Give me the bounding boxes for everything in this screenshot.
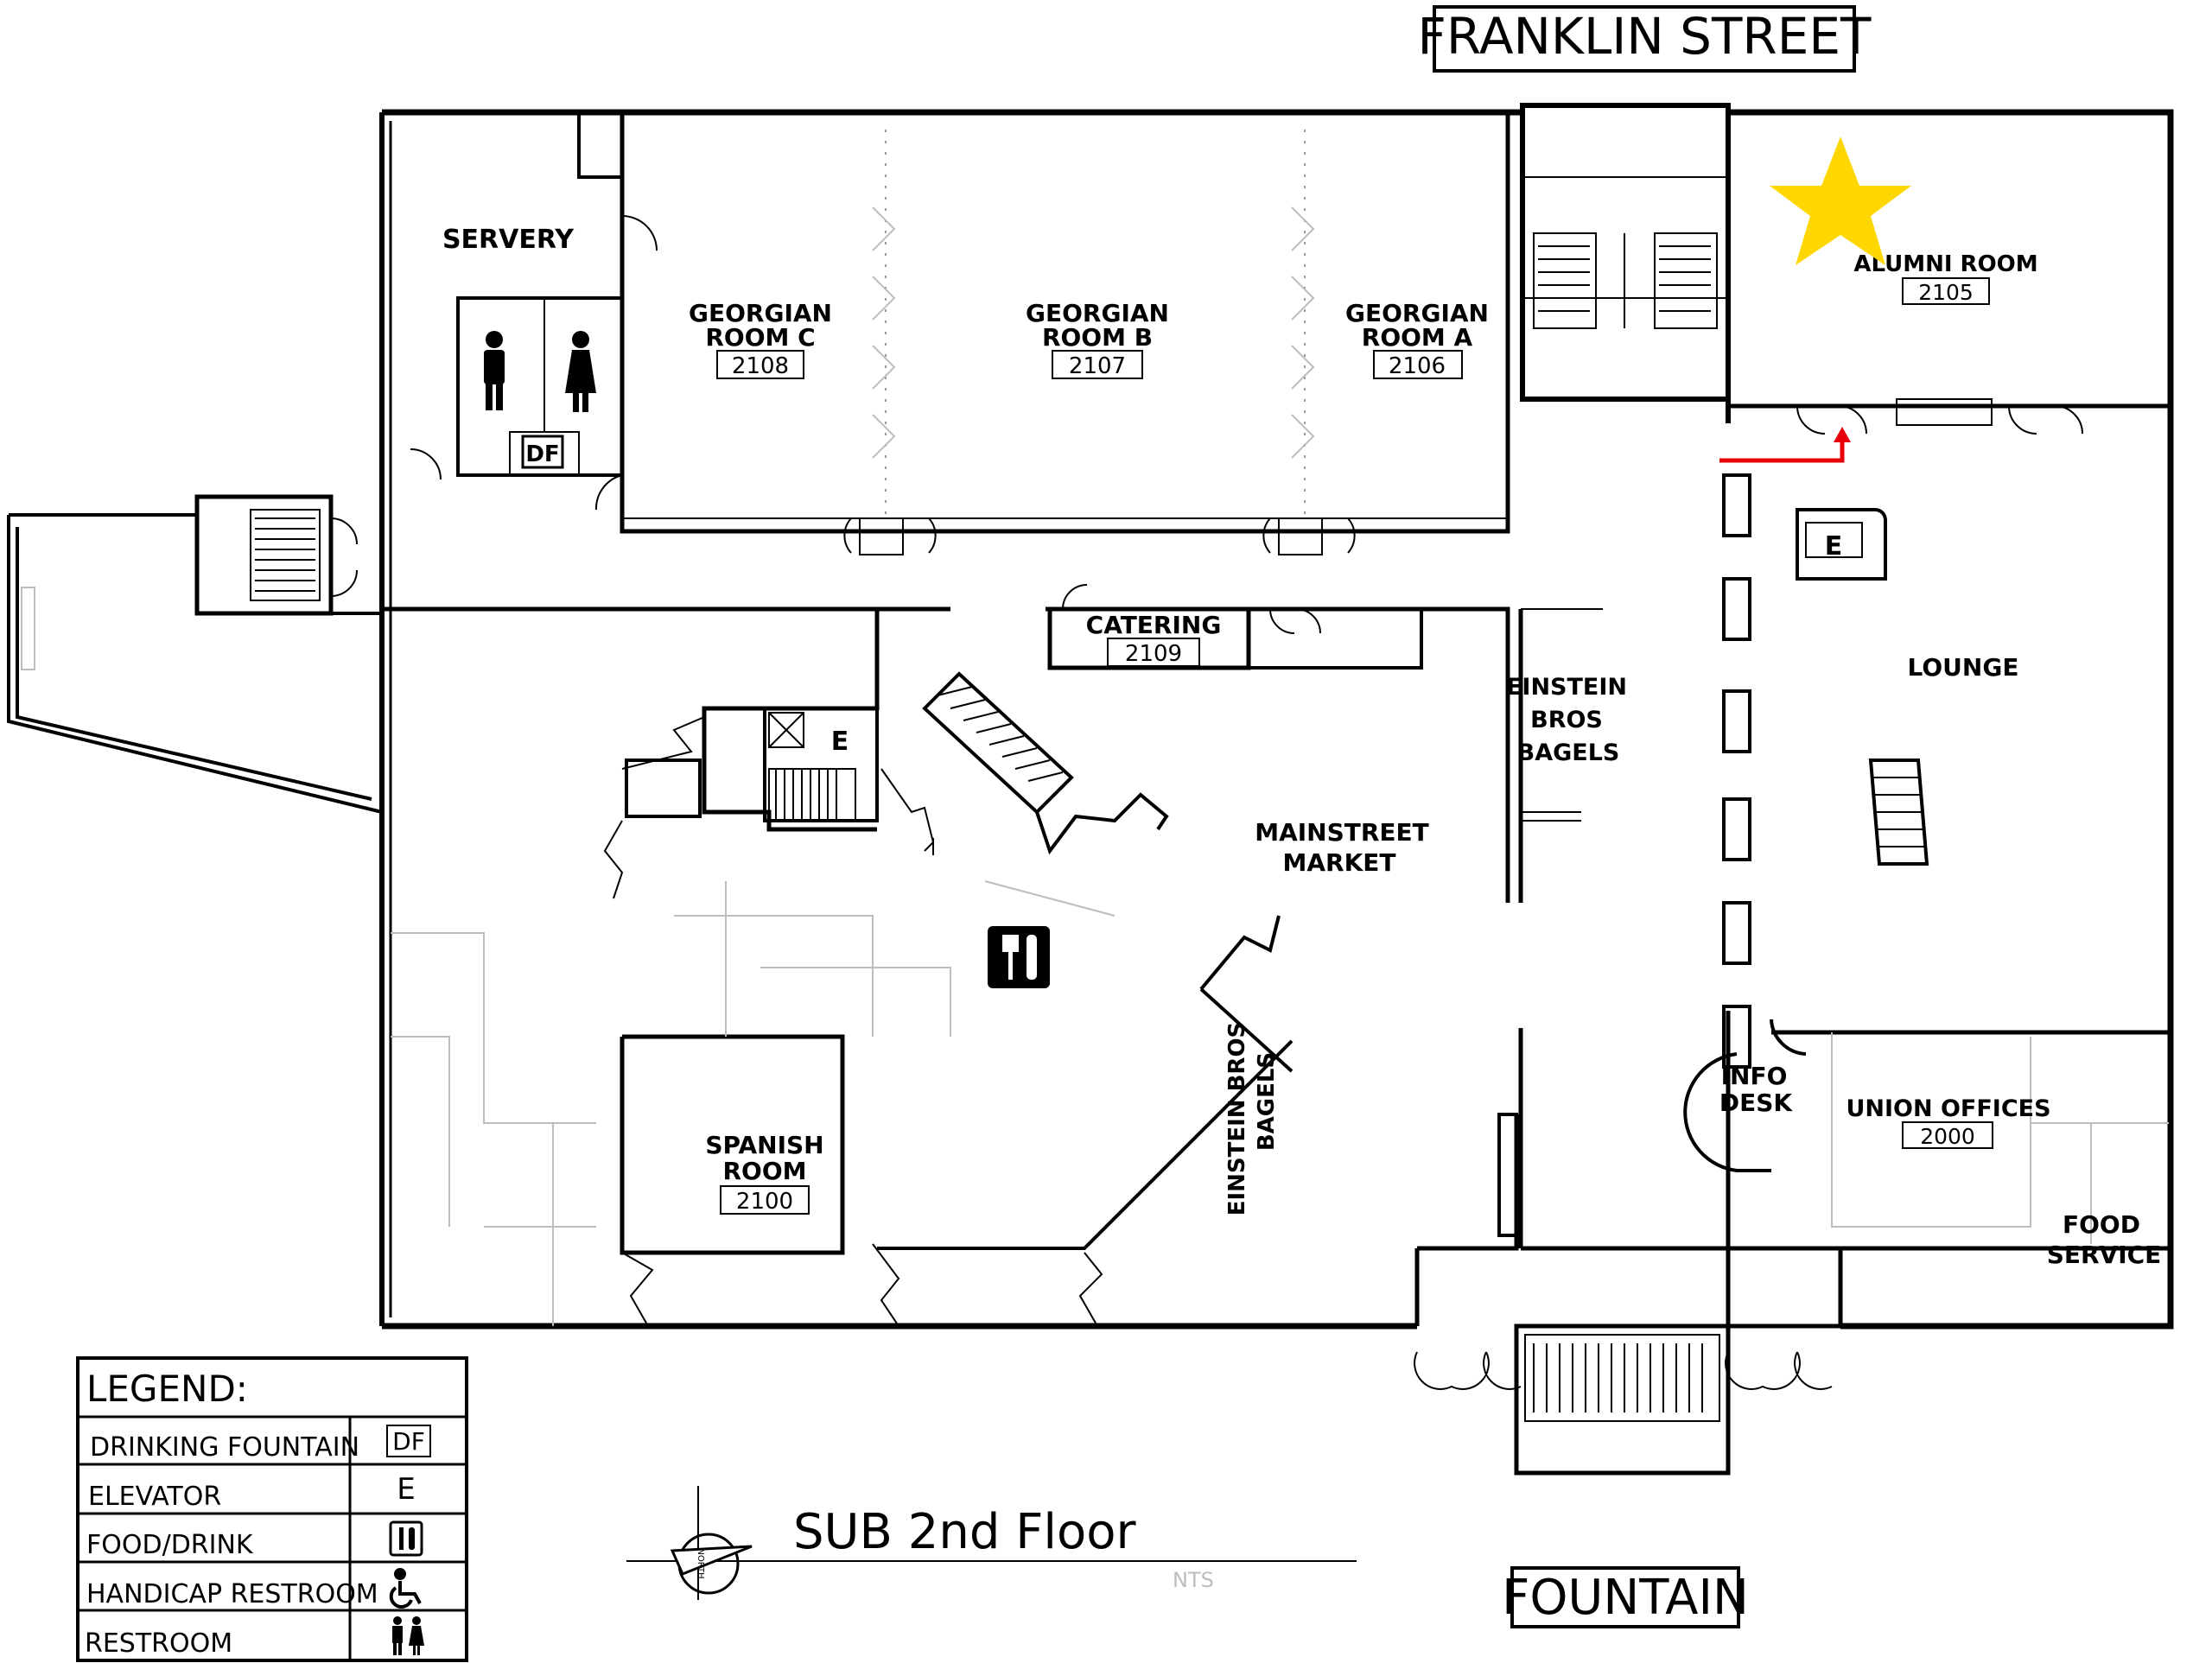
room-number-2106: 2106 [1389, 353, 1446, 379]
catering: CATERING 2109 [1086, 611, 1222, 667]
fountain-label: FOUNTAIN [1502, 1570, 1749, 1626]
room-number-2100: 2100 [736, 1189, 793, 1215]
svg-text:ROOM A: ROOM A [1362, 323, 1473, 352]
room-number-2108: 2108 [732, 353, 789, 379]
wheelchair-icon [389, 1568, 422, 1609]
franklin-street-sign: FRANKLIN STREET [1418, 5, 1872, 73]
svg-text:UNION OFFICES: UNION OFFICES [1846, 1095, 2050, 1122]
elevator-marker-west: E [831, 727, 849, 757]
einstein-bros-north: EINSTEIN BROS BAGELS [1506, 674, 1627, 766]
compass-north-label: NORTH [696, 1548, 705, 1578]
svg-text:MARKET: MARKET [1282, 848, 1395, 877]
fork-knife-icon [988, 926, 1050, 988]
svg-text:INFO: INFO [1721, 1062, 1788, 1090]
svg-text:EINSTEIN: EINSTEIN [1506, 674, 1627, 701]
svg-text:ROOM C: ROOM C [705, 323, 815, 352]
einstein-bros-south: EINSTEIN BROS BAGELS [1224, 1022, 1280, 1216]
svg-text:GEORGIAN: GEORGIAN [689, 299, 832, 327]
compass-icon: NORTH [626, 1486, 769, 1600]
svg-text:FOOD: FOOD [2063, 1210, 2140, 1239]
legend-title: LEGEND: [86, 1368, 248, 1410]
georgian-room-b: GEORGIAN ROOM B 2107 [1026, 299, 1169, 379]
svg-text:DESK: DESK [1719, 1089, 1794, 1117]
svg-text:ROOM B: ROOM B [1042, 323, 1153, 352]
svg-text:EINSTEIN BROS: EINSTEIN BROS [1224, 1022, 1250, 1216]
legend-label: RESTROOM [85, 1628, 232, 1659]
georgian-room-c: GEORGIAN ROOM C 2108 [689, 299, 832, 379]
room-labels: SERVERY GEORGIAN ROOM C 2108 GEORGIAN RO… [442, 225, 2161, 1269]
restroom-icon [392, 1616, 424, 1655]
legend-label: FOOD/DRINK [86, 1530, 254, 1560]
svg-text:SERVICE: SERVICE [2047, 1241, 2162, 1269]
legend-label: ELEVATOR [88, 1482, 221, 1512]
svg-text:BAGELS: BAGELS [1517, 739, 1620, 766]
elevator-marker-lounge: E [1825, 531, 1843, 562]
legend-label: DRINKING FOUNTAIN [90, 1432, 359, 1463]
food-service: FOOD SERVICE [2047, 1210, 2162, 1269]
building-walls [7, 103, 2174, 1476]
restroom-icon [484, 331, 596, 412]
svg-text:BAGELS: BAGELS [1254, 1052, 1280, 1151]
df-box-icon: DF [392, 1427, 425, 1456]
spanish-room: SPANISH ROOM 2100 [705, 1131, 824, 1215]
destination-star-icon [1770, 136, 1911, 265]
drinking-fountain-marker: DF [521, 435, 564, 469]
svg-text:ROOM: ROOM [722, 1157, 806, 1185]
georgian-room-a: GEORGIAN ROOM A 2106 [1345, 299, 1489, 379]
mainstreet-market: MAINSTREET MARKET [1255, 818, 1429, 877]
lounge-label: LOUNGE [1908, 653, 2019, 682]
svg-text:BROS: BROS [1530, 707, 1603, 733]
room-number-2107: 2107 [1069, 353, 1126, 379]
scale-note: NTS [1173, 1568, 1214, 1592]
room-number-2000: 2000 [1920, 1124, 1975, 1149]
union-offices: UNION OFFICES 2000 [1846, 1095, 2051, 1149]
svg-text:DF: DF [525, 441, 559, 467]
svg-text:GEORGIAN: GEORGIAN [1345, 299, 1489, 327]
svg-text:SPANISH: SPANISH [705, 1131, 823, 1159]
fountain-sign: FOUNTAIN [1502, 1566, 1749, 1628]
legend: LEGEND: DRINKING FOUNTAIN DF ELEVATOR E … [76, 1356, 468, 1662]
map-title: SUB 2nd Floor [793, 1504, 1137, 1560]
legend-label: HANDICAP RESTROOM [86, 1579, 378, 1609]
room-number-2109: 2109 [1125, 641, 1182, 667]
info-desk: INFO DESK [1719, 1062, 1794, 1117]
svg-text:CATERING: CATERING [1086, 611, 1222, 639]
franklin-street-label: FRANKLIN STREET [1418, 7, 1872, 66]
escalator [922, 671, 1169, 855]
fork-knife-icon [389, 1520, 423, 1557]
servery-label: SERVERY [442, 225, 575, 255]
direction-arrow-icon [1719, 427, 1851, 463]
elevator-icon: E [397, 1472, 415, 1507]
svg-text:GEORGIAN: GEORGIAN [1026, 299, 1169, 327]
room-number-2105: 2105 [1918, 280, 1974, 305]
svg-text:MAINSTREET: MAINSTREET [1255, 818, 1429, 847]
